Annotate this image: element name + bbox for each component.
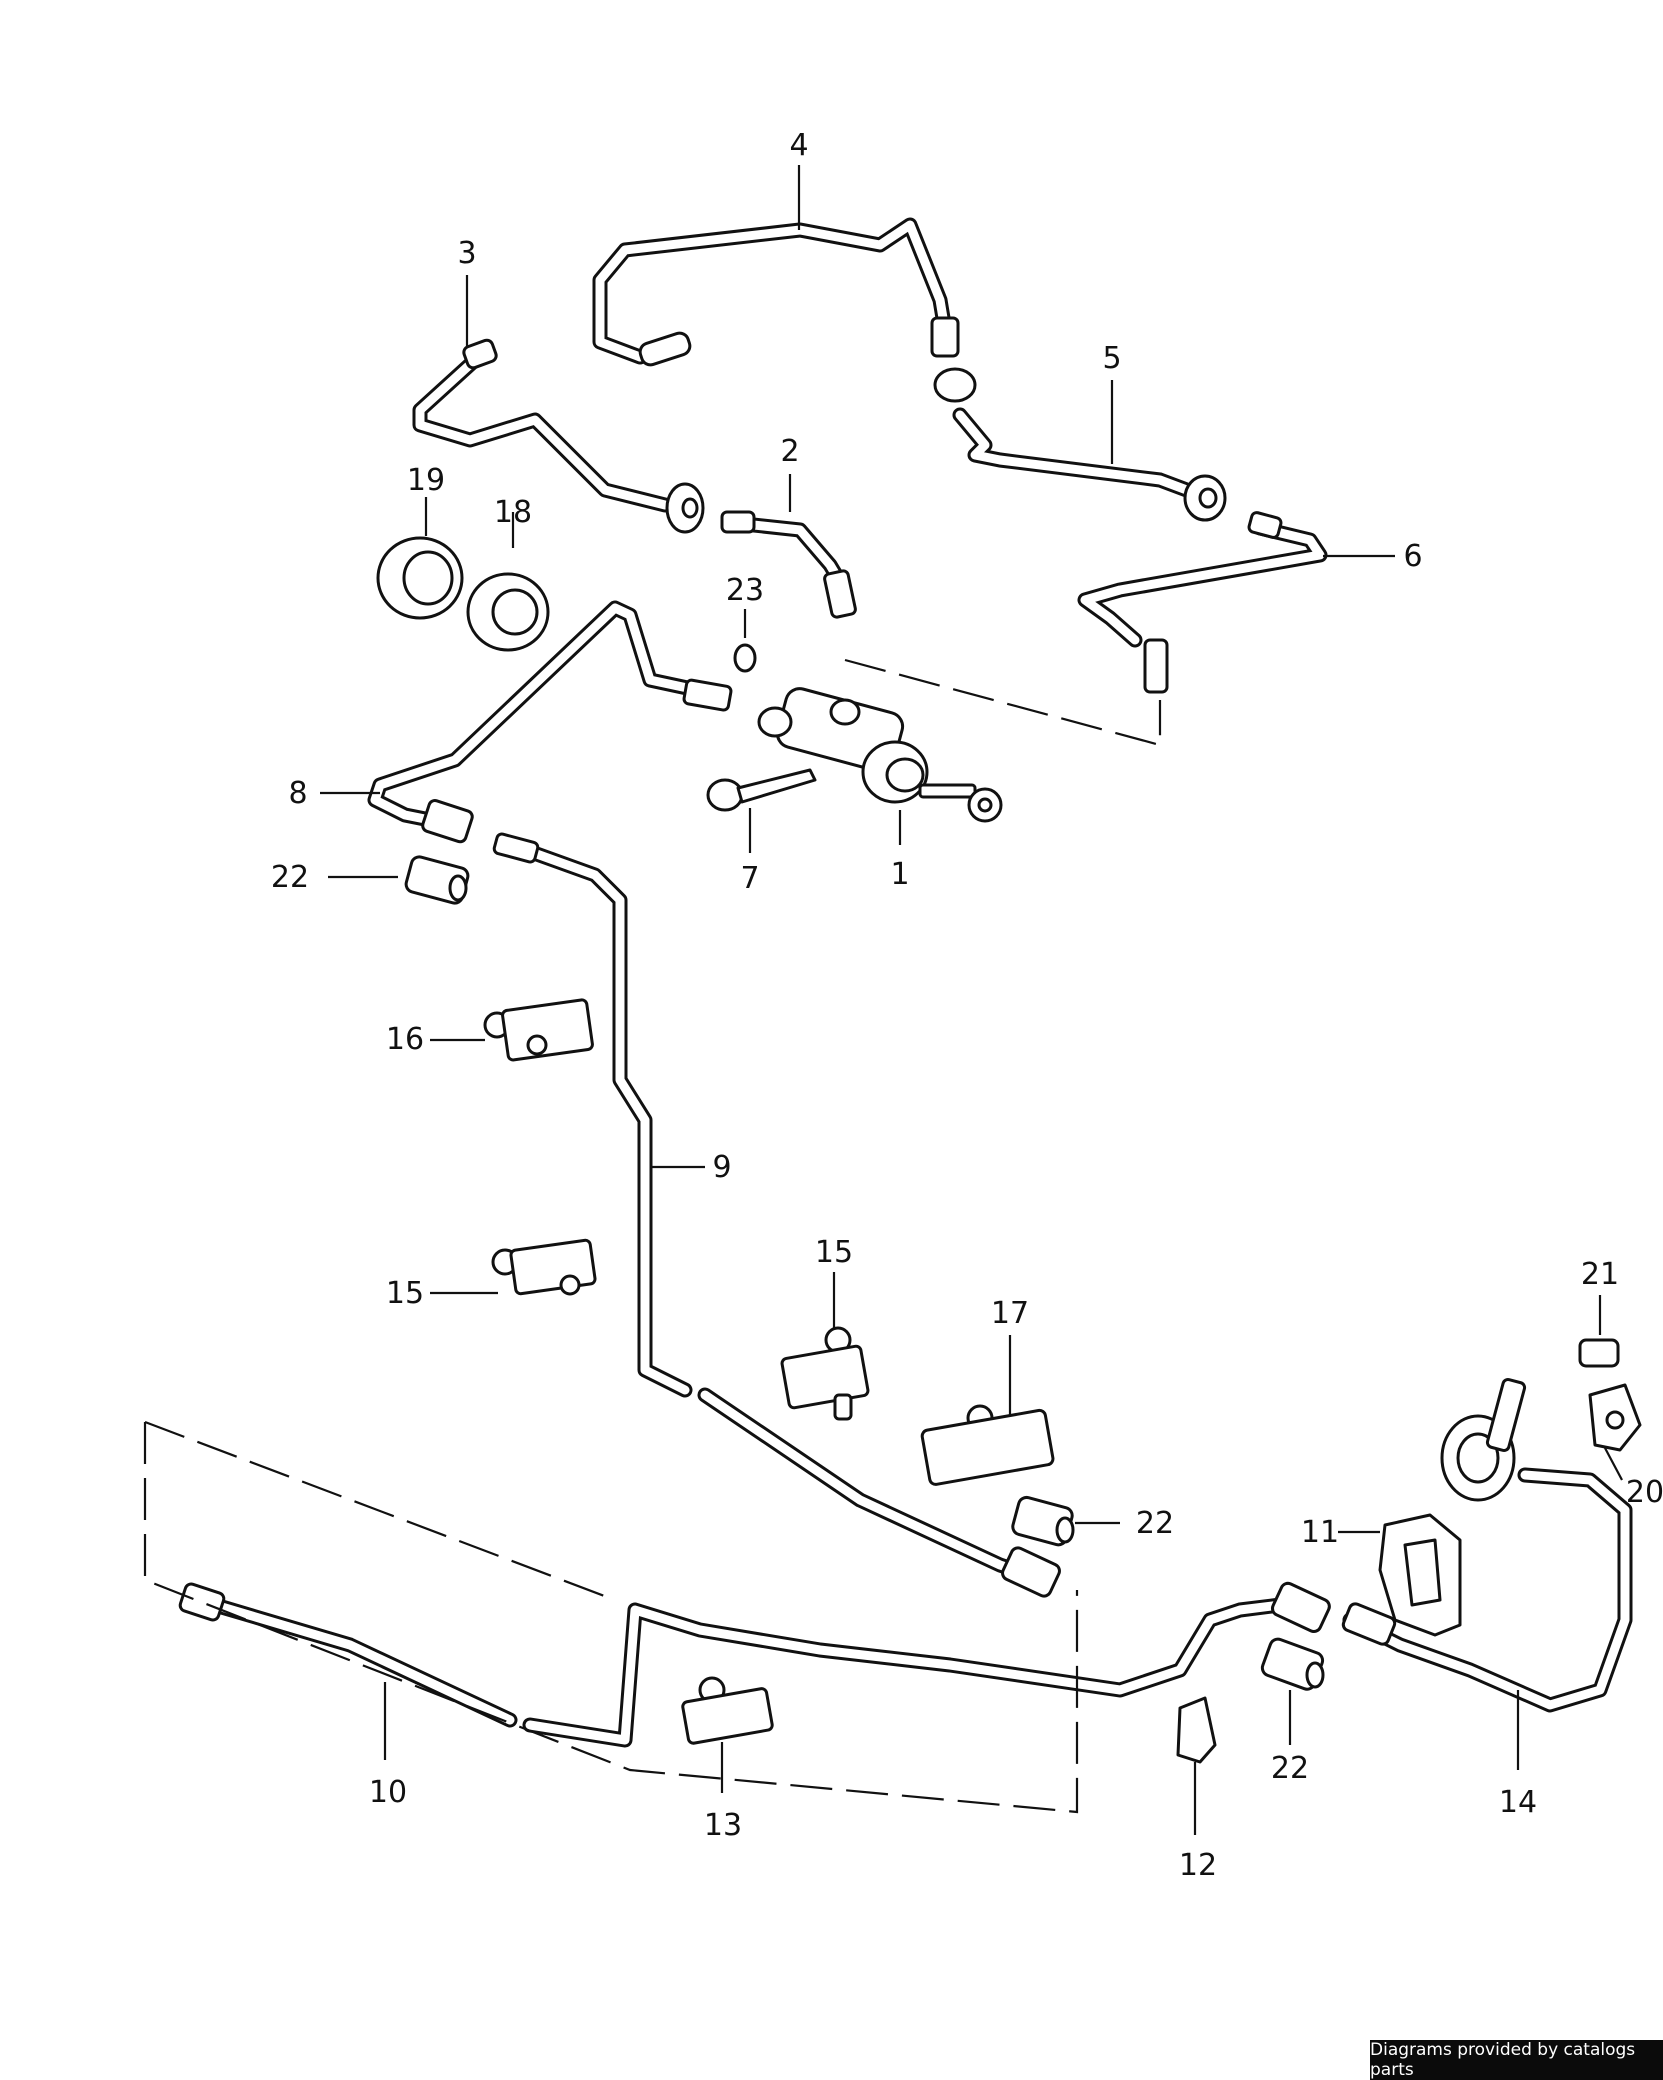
slave-cylinder-14 bbox=[1440, 1377, 1527, 1502]
callout-5: 5 bbox=[1102, 341, 1121, 376]
clip-15-left bbox=[491, 1238, 597, 1296]
union-nut-22-mid bbox=[1011, 1495, 1075, 1547]
leader-lines bbox=[320, 165, 1623, 1835]
callout-15-left: 15 bbox=[386, 1276, 424, 1311]
pipe-2 bbox=[720, 510, 857, 619]
holder-11 bbox=[1378, 1513, 1462, 1637]
master-cylinder-1 bbox=[757, 687, 1003, 823]
clip-15-right bbox=[780, 1326, 870, 1421]
grommet-19 bbox=[376, 536, 464, 620]
callout-21: 21 bbox=[1581, 1257, 1619, 1292]
dashed-guides bbox=[143, 658, 1162, 1814]
pipe-6 bbox=[1077, 511, 1328, 694]
callout-1: 1 bbox=[890, 857, 909, 892]
seal-23 bbox=[733, 643, 757, 673]
pipe-14 bbox=[1341, 1467, 1633, 1713]
callout-9: 9 bbox=[712, 1150, 731, 1185]
callouts: 1 2 3 4 5 6 7 8 9 10 11 12 13 14 15 15 1… bbox=[271, 128, 1663, 1883]
callout-6: 6 bbox=[1403, 539, 1422, 574]
callout-23: 23 bbox=[726, 573, 764, 608]
pipe-4 bbox=[592, 217, 960, 367]
callout-3: 3 bbox=[457, 236, 476, 271]
clip-13 bbox=[681, 1676, 774, 1745]
callout-2: 2 bbox=[780, 434, 799, 469]
callout-22-mid: 22 bbox=[1136, 1506, 1174, 1541]
pipe-3 bbox=[412, 338, 705, 534]
grommet-18 bbox=[466, 572, 550, 652]
clip-12 bbox=[1176, 1696, 1217, 1764]
callout-22-upper: 22 bbox=[271, 860, 309, 895]
bolt-7 bbox=[706, 768, 817, 812]
callout-4: 4 bbox=[789, 128, 808, 163]
callout-11: 11 bbox=[1301, 1515, 1339, 1550]
callout-15-right: 15 bbox=[815, 1235, 853, 1270]
callout-10: 10 bbox=[369, 1775, 407, 1810]
callout-19: 19 bbox=[407, 463, 445, 498]
clip-17 bbox=[920, 1404, 1055, 1486]
callout-22-lower: 22 bbox=[1271, 1751, 1309, 1786]
callout-16: 16 bbox=[386, 1022, 424, 1057]
pipe-5 bbox=[933, 367, 1227, 522]
pipe-8 bbox=[367, 600, 733, 844]
clip-16 bbox=[483, 998, 594, 1062]
callout-13: 13 bbox=[704, 1808, 742, 1843]
callout-18: 18 bbox=[494, 495, 532, 530]
credit-badge: Diagrams provided by catalogs parts bbox=[1370, 2040, 1663, 2080]
callout-12: 12 bbox=[1179, 1848, 1217, 1883]
callout-8: 8 bbox=[288, 776, 307, 811]
clip-21 bbox=[1578, 1338, 1620, 1368]
union-nut-22-upper bbox=[404, 855, 470, 905]
callout-20: 20 bbox=[1626, 1475, 1663, 1510]
callout-17: 17 bbox=[991, 1296, 1029, 1331]
bracket-20 bbox=[1588, 1383, 1642, 1452]
pipe-9 bbox=[492, 832, 1061, 1598]
callout-7: 7 bbox=[740, 861, 759, 896]
union-nut-22-lower bbox=[1260, 1637, 1325, 1691]
callout-14: 14 bbox=[1499, 1785, 1537, 1820]
